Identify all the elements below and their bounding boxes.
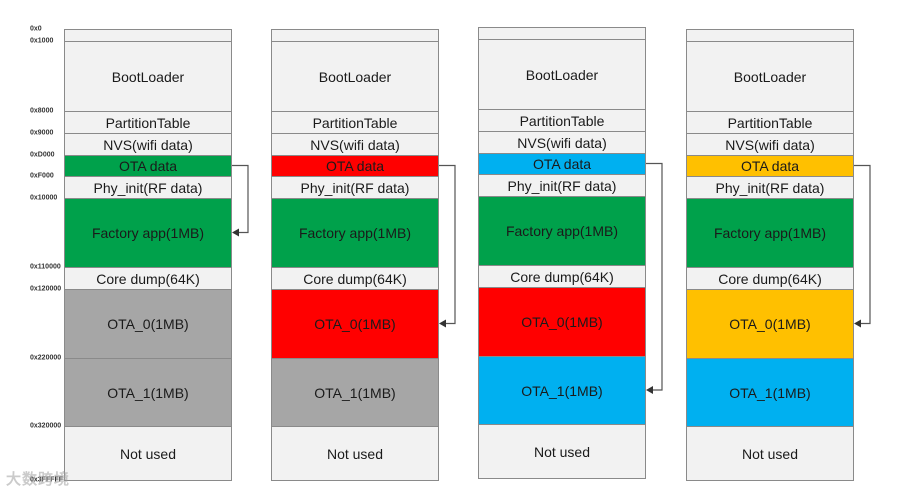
arrowhead [646,386,653,394]
not-used-segment: Not used [64,426,232,481]
address-label: 0x110000 [30,263,61,271]
factory-app-segment: Factory app(1MB) [686,198,854,268]
arrowhead [439,319,446,328]
not-used-segment: Not used [271,426,439,481]
ota-0-segment: OTA_0(1MB) [271,289,439,359]
bootloader-segment: BootLoader [64,41,232,112]
address-label: 0x8000 [30,107,54,115]
partition-table-segment: PartitionTable [271,111,439,134]
arrowhead [232,228,239,237]
boot-pointer-arrow [232,164,249,234]
core-dump-segment: Core dump(64K) [271,267,439,290]
address-label: 0x10000 [30,194,58,202]
boot-pointer-arrow [646,162,663,391]
nvs-segment: NVS(wifi data) [271,133,439,156]
address-label: 0x0 [30,25,42,33]
address-label: 0x220000 [30,354,62,362]
not-used-segment: Not used [478,424,646,479]
factory-app-segment: Factory app(1MB) [64,198,232,268]
partition-table-segment: PartitionTable [64,111,232,134]
ota-0-segment: OTA_0(1MB) [686,289,854,359]
watermark: 大数跨境 [6,471,71,488]
ota-0-segment: OTA_0(1MB) [478,287,646,357]
address-label: 0x120000 [30,285,62,293]
core-dump-segment: Core dump(64K) [64,267,232,290]
factory-app-segment: Factory app(1MB) [478,196,646,266]
address-label: 0x3FFFFF [30,476,64,484]
ota-1-segment: OTA_1(1MB) [478,356,646,425]
boot-pointer-arrow [854,164,871,325]
not-used-segment: Not used [686,426,854,481]
bootloader-segment: BootLoader [271,41,439,112]
address-label: 0x9000 [30,129,54,137]
nvs-segment: NVS(wifi data) [686,133,854,156]
phy-init-segment: Phy_init(RF data) [271,176,439,199]
address-label: 0xF000 [30,172,54,180]
bootloader-segment: BootLoader [686,41,854,112]
ota-data-segment: OTA data [686,155,854,177]
address-label: 0x1000 [30,37,54,45]
boot-pointer-arrow [439,164,456,325]
address-label: 0x320000 [30,422,62,430]
ota-0-segment: OTA_0(1MB) [64,289,232,359]
ota-1-segment: OTA_1(1MB) [686,358,854,427]
arrowhead [854,319,861,328]
address-label: 0xD000 [30,151,55,159]
